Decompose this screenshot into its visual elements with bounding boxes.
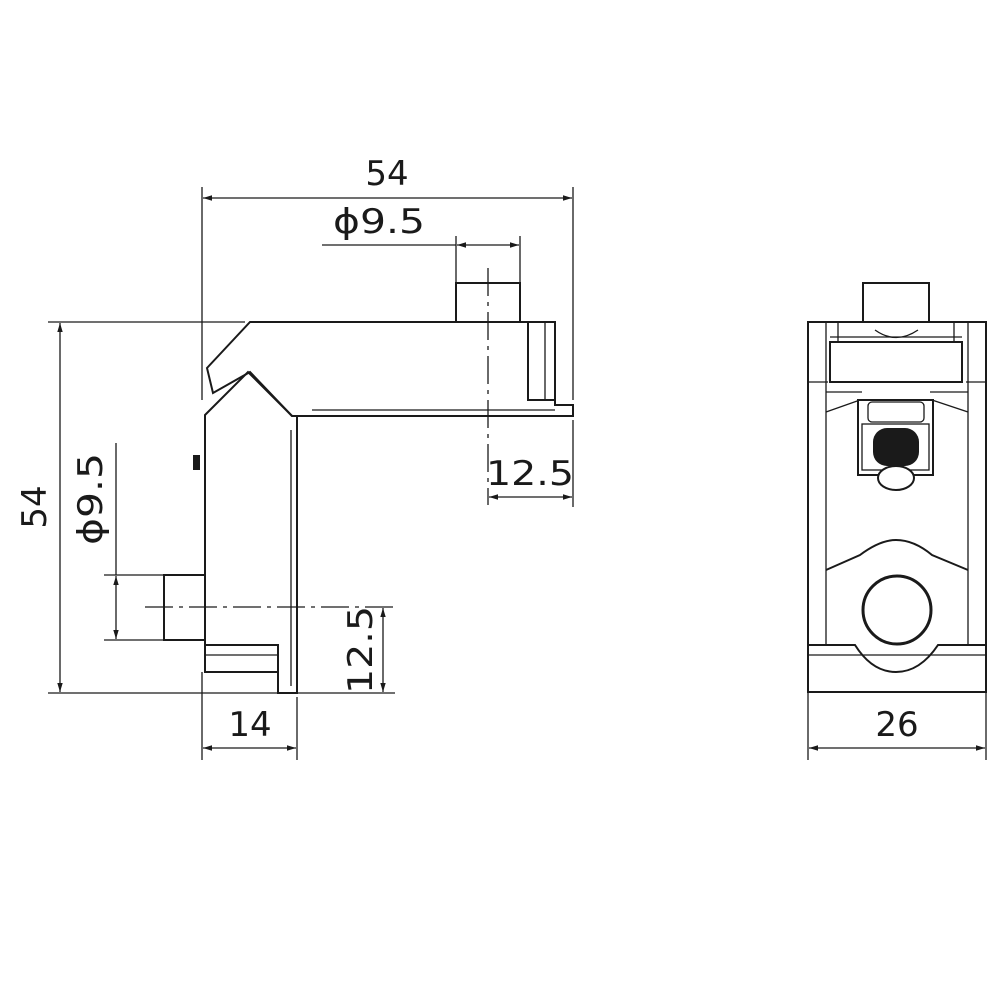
end-view-clamp-bar xyxy=(829,341,963,383)
dim-left-bore: ϕ9.5 xyxy=(71,453,111,545)
vertical-arm-step xyxy=(205,644,279,672)
end-view-top-pin xyxy=(862,282,930,323)
end-view-screw-nut xyxy=(867,401,925,423)
dim-top-bore: ϕ9.5 xyxy=(333,202,425,242)
end-view-dimensions: 26 xyxy=(807,692,987,760)
dim-bottom-offset: 12.5 xyxy=(341,606,381,694)
side-view-dimensions: 54 ϕ9.5 12.5 54 ϕ9.5 12.5 14 xyxy=(15,154,574,760)
end-view-saddle xyxy=(825,538,969,571)
dim-top-width: 54 xyxy=(365,154,408,194)
end-view-body xyxy=(807,321,987,693)
dim-top-offset: 12.5 xyxy=(486,454,574,494)
top-arm-outline xyxy=(205,321,574,417)
side-view xyxy=(145,268,574,694)
end-view xyxy=(807,282,987,693)
dim-end-view-width: 26 xyxy=(875,705,918,745)
end-view-screw-shaft xyxy=(873,428,919,466)
top-arm-end-step xyxy=(527,322,555,401)
dim-bottom-width: 14 xyxy=(228,705,271,745)
side-nub xyxy=(193,455,200,470)
dim-left-height: 54 xyxy=(15,485,55,528)
end-view-mounting-hole xyxy=(861,574,933,646)
end-view-screw-tip xyxy=(877,465,915,491)
